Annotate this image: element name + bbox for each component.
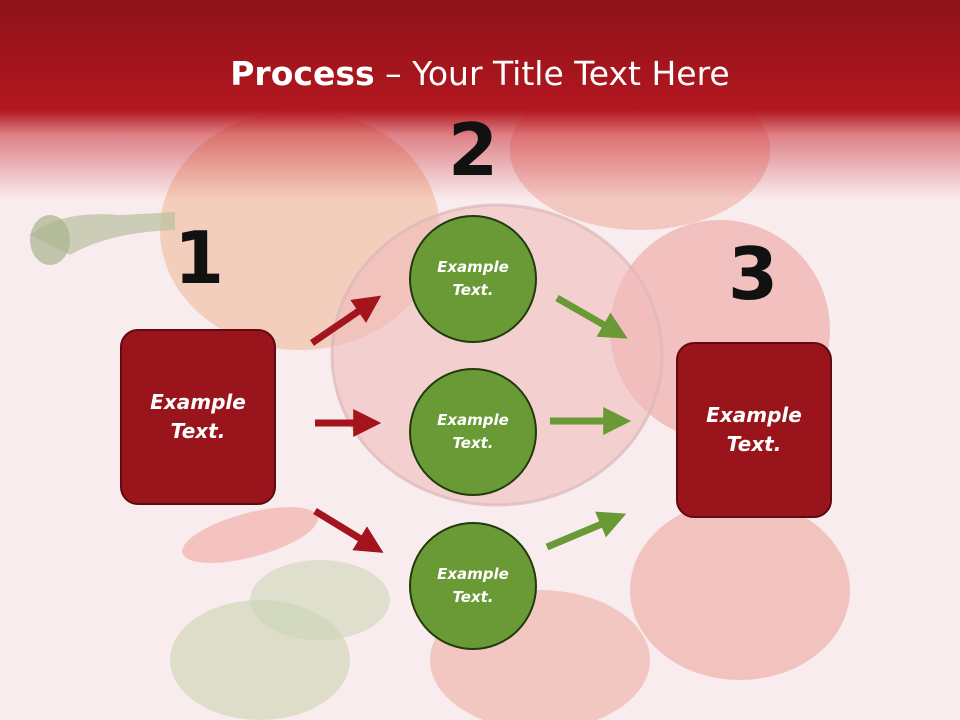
circle-middle: Example Text. xyxy=(409,368,537,496)
step-number-1: 1 xyxy=(173,216,225,300)
arrow-1-to-bottom xyxy=(313,508,384,553)
step-number-3: 3 xyxy=(727,232,779,316)
page-title: Process – Your Title Text Here xyxy=(0,52,960,96)
step-3-box: Example Text. xyxy=(676,342,832,518)
title-bar xyxy=(0,0,960,200)
title-rest: – Your Title Text Here xyxy=(374,54,730,93)
circle-top: Example Text. xyxy=(409,215,537,343)
arrow-1-to-top xyxy=(310,295,382,346)
step-1-box: Example Text. xyxy=(120,329,276,505)
title-bold: Process xyxy=(230,54,375,93)
arrow-bottom-to-3 xyxy=(545,511,627,551)
circle-bottom: Example Text. xyxy=(409,522,537,650)
step-number-2: 2 xyxy=(447,108,499,192)
arrow-top-to-3 xyxy=(555,294,628,339)
